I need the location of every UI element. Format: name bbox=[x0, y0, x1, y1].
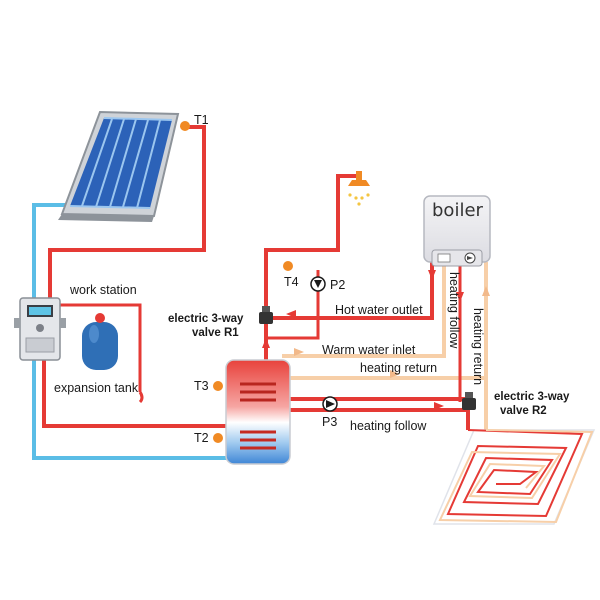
label-warm-water-inlet: Warm water inlet bbox=[322, 343, 416, 357]
flow-arrows bbox=[262, 270, 490, 410]
label-heating-return-v: heating return bbox=[471, 308, 485, 385]
solar-collector-icon bbox=[58, 110, 180, 222]
label-valve-r2-line1: electric 3-way bbox=[494, 391, 570, 403]
label-t2: T2 bbox=[194, 431, 209, 445]
label-valve-r1-line2: valve R1 bbox=[192, 327, 239, 339]
storage-tank bbox=[225, 359, 291, 465]
valve-icon bbox=[259, 306, 273, 324]
expansion-tank bbox=[82, 313, 118, 370]
label-t1: T1 bbox=[194, 113, 209, 127]
label-p2: P2 bbox=[330, 278, 345, 292]
pump-icon bbox=[310, 276, 326, 292]
label-p3: P3 bbox=[322, 415, 337, 429]
label-t4: T4 bbox=[284, 275, 299, 289]
floor-heating-coil-icon bbox=[432, 429, 596, 525]
sensor-t2 bbox=[213, 433, 223, 443]
label-valve-r2-line2: valve R2 bbox=[500, 405, 547, 417]
valve-icon bbox=[462, 392, 476, 410]
work-station bbox=[14, 297, 66, 361]
label-valve-r1-line1: electric 3-way bbox=[168, 313, 244, 325]
solar-loop-pipes bbox=[32, 125, 228, 460]
sensor-t1 bbox=[180, 121, 190, 131]
label-heating-follow-v: heating follow bbox=[447, 272, 461, 349]
label-heating-follow-h: heating follow bbox=[350, 419, 427, 433]
shower-head-icon bbox=[348, 171, 370, 206]
label-work-station: work station bbox=[69, 283, 137, 297]
sensor-t3 bbox=[213, 381, 223, 391]
label-heating-return-h: heating return bbox=[360, 361, 437, 375]
pump-icon bbox=[322, 396, 338, 412]
label-expansion-tank: expansion tank bbox=[54, 381, 139, 395]
label-boiler: boiler bbox=[432, 200, 484, 221]
boiler bbox=[423, 195, 491, 267]
label-hot-water-outlet: Hot water outlet bbox=[335, 303, 423, 317]
sensor-t4 bbox=[283, 261, 293, 271]
label-t3: T3 bbox=[194, 379, 209, 393]
